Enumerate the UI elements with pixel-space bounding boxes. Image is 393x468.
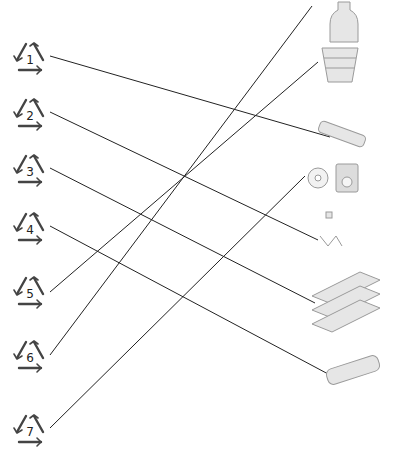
- triangle-arrow: [19, 181, 41, 183]
- resin-code: 7: [10, 425, 50, 439]
- player-wheel: [342, 177, 352, 187]
- leader-line: [50, 6, 312, 355]
- cup-picture: [322, 48, 358, 82]
- arrow-head: [14, 226, 22, 231]
- arrow-head: [30, 341, 38, 344]
- triangle-arrow: [19, 69, 41, 71]
- resin-code: 4: [10, 223, 50, 237]
- arrow-head: [37, 438, 41, 446]
- leader-line: [50, 168, 315, 303]
- bottle-picture: [330, 2, 358, 42]
- resin-code: 3: [10, 165, 50, 179]
- arrow-head: [37, 236, 41, 244]
- arrow-head: [14, 428, 22, 433]
- arrow-head: [14, 290, 22, 295]
- arrow-head: [14, 56, 22, 61]
- leader-line: [50, 176, 305, 428]
- arrow-head: [30, 277, 38, 280]
- roll-picture: [325, 354, 381, 386]
- leader-lines: [50, 6, 330, 428]
- arrow-head: [30, 99, 38, 102]
- resin-code: 1: [10, 53, 50, 67]
- tube-picture: [317, 120, 366, 148]
- resin-code: 5: [10, 287, 50, 301]
- cd-hole: [315, 175, 321, 181]
- recycling-symbol: 5: [10, 272, 50, 312]
- objects: [308, 2, 381, 386]
- recycling-symbol: 2: [10, 94, 50, 134]
- cd-picture: [308, 168, 328, 188]
- leader-line: [50, 226, 330, 375]
- arrow-head: [37, 66, 41, 74]
- triangle-arrow: [19, 125, 41, 127]
- small-item-picture: [326, 212, 332, 218]
- arrow-head: [30, 213, 38, 216]
- arrow-head: [30, 155, 38, 158]
- arrow-head: [14, 168, 22, 173]
- resin-code: 6: [10, 351, 50, 365]
- small-item-picture: [320, 236, 342, 246]
- arrow-head: [37, 300, 41, 308]
- recycling-symbol: 1: [10, 38, 50, 78]
- resin-code: 2: [10, 109, 50, 123]
- recycling-symbol: 3: [10, 150, 50, 190]
- player-picture: [336, 164, 358, 192]
- arrow-head: [37, 178, 41, 186]
- arrow-head: [30, 43, 38, 46]
- arrow-head: [37, 122, 41, 130]
- triangle-arrow: [19, 239, 41, 241]
- cup-band: [326, 68, 354, 69]
- recycling-symbol: 4: [10, 208, 50, 248]
- arrow-head: [30, 415, 38, 418]
- triangle-arrow: [19, 367, 41, 369]
- arrow-head: [14, 112, 22, 117]
- arrow-head: [14, 354, 22, 359]
- triangle-arrow: [19, 441, 41, 443]
- arrow-head: [37, 364, 41, 372]
- cup-rim: [324, 58, 356, 59]
- recycling-symbol: 7: [10, 410, 50, 450]
- recycling-symbol: 6: [10, 336, 50, 376]
- triangle-arrow: [19, 303, 41, 305]
- pipe-picture: [312, 300, 380, 332]
- leader-line: [50, 56, 330, 137]
